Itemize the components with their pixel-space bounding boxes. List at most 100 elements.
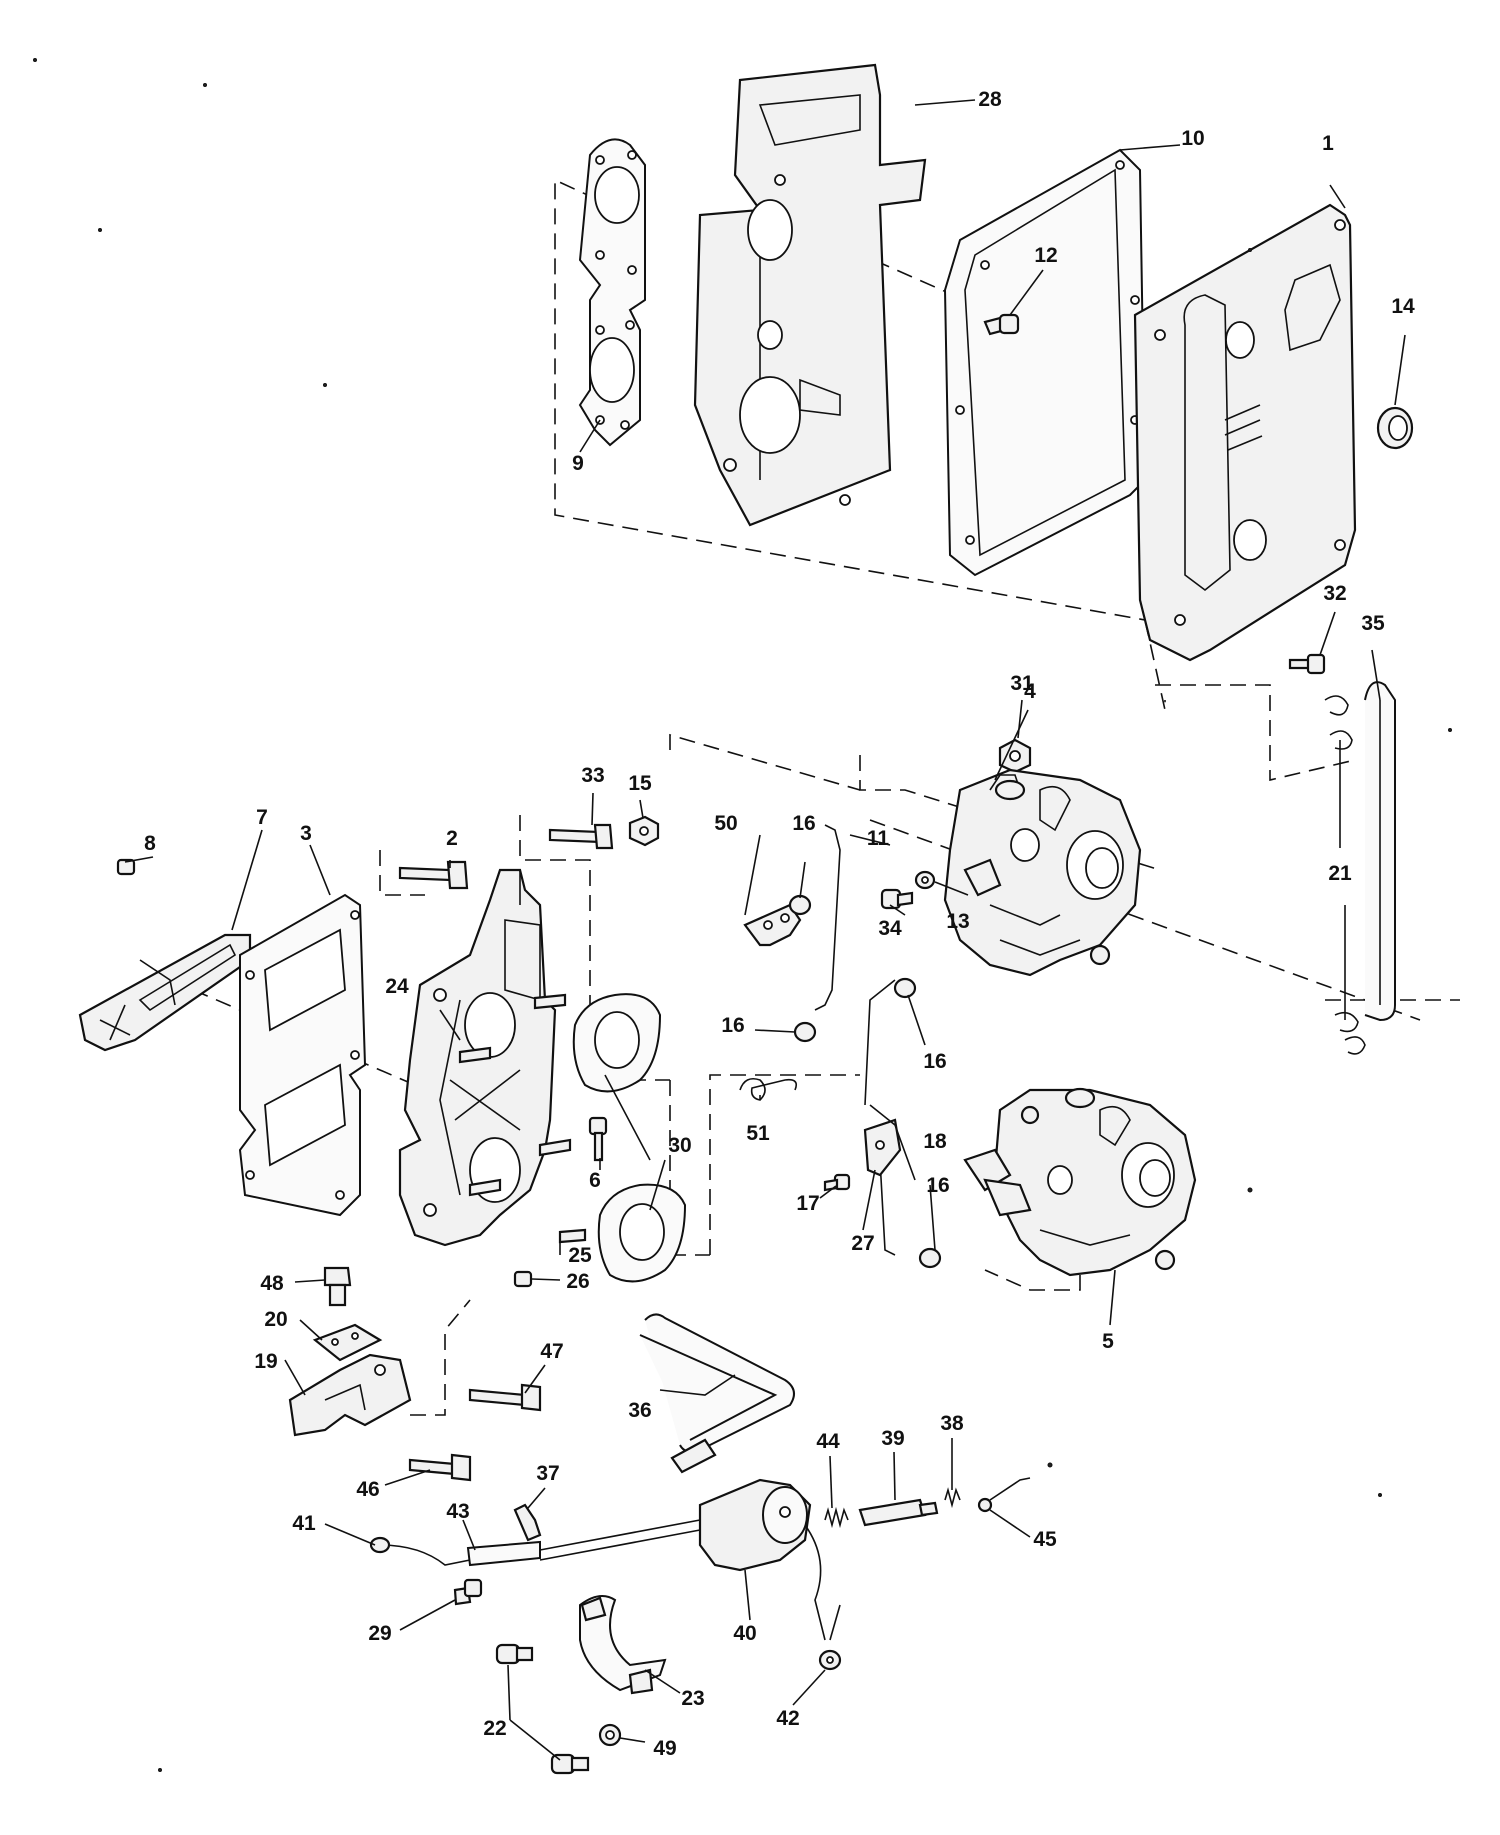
callout-36: 36	[628, 1399, 651, 1422]
callout-39: 39	[881, 1427, 904, 1450]
callout-4: 4	[1024, 680, 1036, 703]
part-29-screw	[453, 1578, 483, 1606]
callout-15: 15	[628, 772, 652, 795]
part-39-plunger	[858, 1498, 939, 1527]
callout-5: 5	[1102, 1330, 1114, 1353]
leader-lines	[124, 99, 1406, 1761]
callout-29: 29	[368, 1622, 391, 1645]
callout-50: 50	[714, 812, 737, 835]
callout-16-upper: 16	[792, 812, 815, 835]
part-18-throttle-link	[864, 979, 896, 1256]
part-17-screw	[823, 1173, 851, 1192]
callout-16-left: 16	[721, 1014, 744, 1037]
part-51-spring	[739, 1077, 798, 1101]
callout-26: 26	[566, 1270, 589, 1293]
part-45-screw	[977, 1477, 1031, 1513]
callout-42: 42	[776, 1707, 799, 1730]
callout-6: 6	[589, 1169, 601, 1192]
part-5-lower-carburetor	[963, 1087, 1197, 1277]
callout-51: 51	[746, 1122, 770, 1145]
callout-27: 27	[851, 1232, 874, 1255]
callout-16-lower: 16	[926, 1174, 949, 1197]
part-22-screws	[495, 1643, 590, 1775]
callout-35: 35	[1361, 612, 1385, 635]
part-12-screw	[983, 313, 1020, 336]
callout-47: 47	[540, 1340, 563, 1363]
part-11-choke-link	[814, 824, 841, 1011]
callout-28: 28	[978, 88, 1002, 111]
callout-49: 49	[653, 1737, 676, 1760]
callout-11: 11	[867, 827, 890, 850]
scan-specks	[33, 58, 1452, 1772]
part-28-intake-housing	[693, 63, 927, 527]
part-40-solenoid	[539, 1478, 812, 1572]
callout-31: 31	[1010, 672, 1034, 695]
callout-1: 1	[1322, 132, 1334, 155]
part-13-washer	[914, 870, 936, 890]
part-25-studs	[458, 993, 587, 1244]
part-6-screw	[588, 1116, 608, 1162]
part-23-clamp	[579, 1595, 667, 1695]
part-10-cover-gasket	[943, 148, 1147, 577]
part-16-caps	[788, 894, 942, 1269]
callout-22: 22	[483, 1717, 506, 1740]
callout-43: 43	[446, 1500, 469, 1523]
part-26-screw	[513, 1270, 533, 1288]
part-3-reed-gasket	[238, 893, 367, 1217]
callout-18: 18	[923, 1130, 947, 1153]
callout-48: 48	[260, 1272, 284, 1295]
part-38-spring	[944, 1487, 961, 1509]
part-19-bracket	[288, 1353, 412, 1437]
part-31-nut	[998, 738, 1032, 774]
part-32-screw	[1288, 653, 1326, 675]
part-37-clip	[513, 1503, 542, 1542]
callout-7: 7	[256, 806, 268, 829]
callout-20: 20	[264, 1308, 287, 1331]
part-41-wire	[369, 1536, 471, 1566]
part-50-bracket	[743, 903, 802, 947]
callout-13: 13	[946, 910, 969, 933]
callout-labels: 1 10 28 12 14 9 32 35 21 31 4 33 15 2 50…	[144, 88, 1415, 1760]
part-33-stud	[548, 823, 614, 850]
callout-25: 25	[568, 1244, 592, 1267]
callout-3: 3	[300, 822, 312, 845]
part-44-spring	[824, 1506, 849, 1529]
part-36-hose	[639, 1313, 795, 1474]
part-34-screw	[880, 888, 914, 910]
callout-46: 46	[356, 1478, 379, 1501]
part-15-nut	[628, 815, 660, 847]
callout-12: 12	[1034, 244, 1057, 267]
part-35-link-rod	[1364, 681, 1396, 1022]
part-1-outer-cover	[1133, 203, 1357, 662]
part-49-lockwasher	[598, 1723, 622, 1747]
callout-45: 45	[1033, 1528, 1057, 1551]
part-14-plug	[1376, 406, 1414, 450]
callout-38: 38	[940, 1412, 964, 1435]
callout-40: 40	[733, 1622, 756, 1645]
callout-14: 14	[1391, 295, 1415, 318]
callout-32: 32	[1323, 582, 1346, 605]
callout-9: 9	[572, 452, 584, 475]
callout-21: 21	[1328, 862, 1352, 885]
part-42-wire-terminal	[804, 1524, 842, 1671]
callout-33: 33	[581, 764, 604, 787]
callout-24: 24	[385, 975, 409, 998]
callout-17: 17	[796, 1192, 819, 1215]
callout-41: 41	[292, 1512, 316, 1535]
callout-16-mid: 16	[923, 1050, 946, 1073]
part-43-sleeve	[466, 1540, 541, 1567]
part-2-bolt	[398, 860, 469, 890]
callout-37: 37	[536, 1462, 559, 1485]
part-48-bolt	[323, 1266, 352, 1307]
callout-19: 19	[254, 1350, 277, 1373]
part-46-bolt	[408, 1453, 472, 1482]
callout-30: 30	[668, 1134, 691, 1157]
part-47-bolt	[468, 1383, 542, 1412]
callout-10: 10	[1181, 127, 1204, 150]
part-8-screw	[116, 858, 136, 876]
part-4-upper-carburetor	[943, 768, 1142, 977]
part-7-reed-block	[78, 933, 252, 1052]
part-9-gasket	[578, 138, 646, 447]
callout-44: 44	[816, 1430, 840, 1453]
